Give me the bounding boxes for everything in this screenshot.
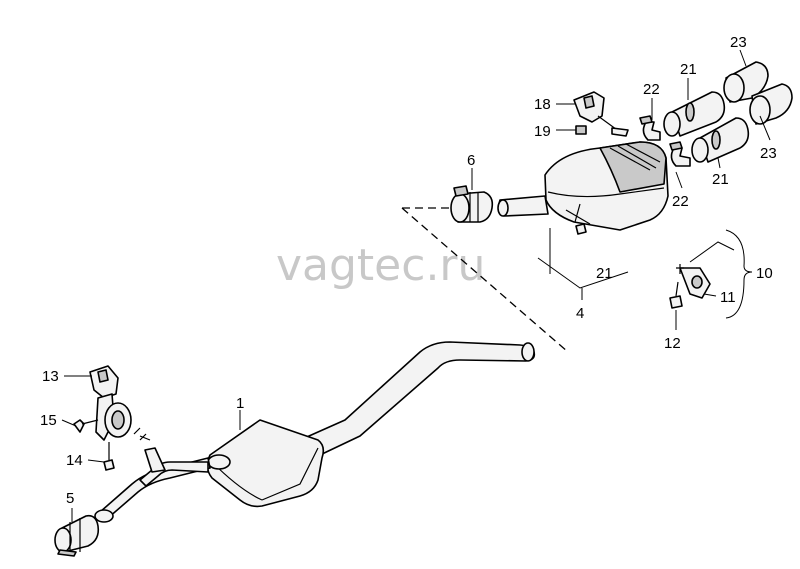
callout-23-lower: 23 [760, 145, 777, 162]
tailpipe-trim-upper [723, 61, 769, 103]
callout-13: 13 [42, 368, 59, 385]
callout-21-group: 21 [596, 265, 613, 282]
callout-19: 19 [534, 123, 551, 140]
callout-14: 14 [66, 452, 83, 469]
front-clamp [54, 514, 100, 557]
callout-5: 5 [66, 490, 74, 507]
middle-clamp [450, 185, 494, 223]
tailpipe-lower [691, 117, 750, 163]
callout-22-lower: 22 [672, 193, 689, 210]
callout-11: 11 [720, 289, 736, 306]
callout-1: 1 [236, 395, 244, 412]
callout-10: 10 [756, 265, 773, 282]
front-pipe-with-muffler [94, 341, 536, 523]
leader-lines [61, 49, 771, 522]
callout-labels: 1 4 5 6 10 11 12 13 14 15 18 19 21 21 21… [40, 34, 777, 507]
rear-bracket [669, 264, 711, 309]
tailpipe-upper [663, 91, 726, 137]
tailpipe-trim-lower [749, 83, 793, 125]
callout-18: 18 [534, 96, 551, 113]
upper-hanger [573, 91, 629, 137]
clip-lower [669, 141, 691, 167]
callout-12: 12 [664, 335, 681, 352]
callout-15: 15 [40, 412, 57, 429]
callout-6: 6 [467, 152, 475, 169]
hanger-bracket-assembly [73, 365, 132, 471]
watermark: vagtec.ru [276, 240, 485, 291]
callout-21-upper: 21 [680, 61, 697, 78]
callout-21-lower: 21 [712, 171, 729, 188]
callout-4: 4 [576, 305, 584, 322]
clip-upper [639, 115, 661, 141]
callout-22-upper: 22 [643, 81, 660, 98]
callout-23-upper: 23 [730, 34, 747, 51]
rear-muffler [497, 141, 669, 235]
